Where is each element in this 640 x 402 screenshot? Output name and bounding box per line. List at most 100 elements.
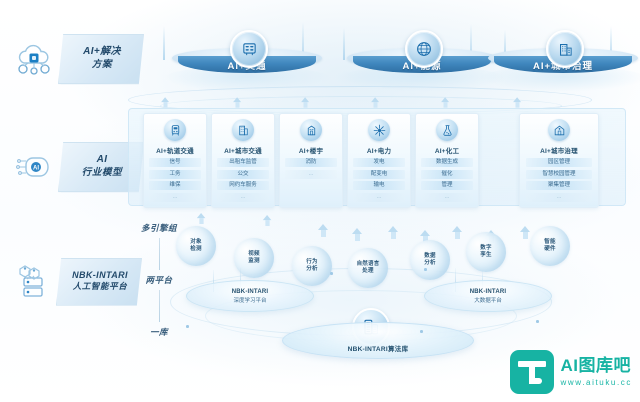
city-traffic-icon xyxy=(232,119,254,141)
platform-connector xyxy=(455,268,456,292)
light-beam xyxy=(302,22,304,62)
model-card-title: AI+轨道交通 xyxy=(156,148,194,155)
flow-arrow-engine xyxy=(388,226,399,239)
axis-line-upper xyxy=(158,238,160,270)
solution-dais-traffic[interactable]: AI+交通 xyxy=(162,30,332,92)
stage-plaque-platform: NBK-INTARI 人工智能平台 xyxy=(56,258,142,306)
model-item[interactable]: 催化 xyxy=(421,169,473,179)
engine-label-line2: 分析 xyxy=(306,266,318,272)
axis-tick-platforms: 两平台 xyxy=(145,275,173,285)
axis-tick-engines: 多引擎组 xyxy=(140,223,177,233)
axis-tick-base: 一库 xyxy=(149,327,168,337)
platform-subtitle: 大数据平台 xyxy=(474,297,502,304)
model-item[interactable]: 管理 xyxy=(421,181,473,190)
flow-arrow-engine xyxy=(420,230,431,243)
stage-label-platform: NBK-INTARI 人工智能平台 xyxy=(12,258,142,306)
watermark-url: www.aituku.cc xyxy=(560,377,632,387)
model-card-building[interactable]: AI+楼宇 消防 … xyxy=(279,113,343,208)
model-item-more[interactable]: … xyxy=(217,192,269,202)
decor-dot xyxy=(420,330,423,333)
model-card-items: 出租车监管 公交 网约车服务 … xyxy=(217,158,269,202)
decor-dot xyxy=(330,272,333,275)
stage-title-line2: 方案 xyxy=(91,58,113,70)
energy-globe-icon xyxy=(405,30,443,68)
model-item-more[interactable]: … xyxy=(353,192,405,202)
model-item[interactable]: 配变电 xyxy=(353,169,405,179)
model-card-title: AI+电力 xyxy=(366,148,392,155)
model-item[interactable]: 智慧校园管理 xyxy=(526,169,592,179)
flow-arrow-engine xyxy=(262,214,272,227)
model-item[interactable]: 发电 xyxy=(353,158,405,167)
stage-title-line1: AI xyxy=(96,154,108,165)
model-card-city-traffic[interactable]: AI+城市交通 出租车监管 公交 网约车服务 … xyxy=(211,113,275,208)
engine-label-line1: 对象 xyxy=(190,239,202,246)
model-card-items: 数据生成 催化 管理 … xyxy=(421,158,473,202)
flow-arrow-up xyxy=(371,97,380,108)
engine-label-line1: 智能 xyxy=(544,239,556,246)
platform-big-data[interactable]: NBK-INTARI 大数据平台 xyxy=(424,280,552,312)
model-item[interactable]: 信号 xyxy=(149,158,201,167)
light-beam xyxy=(343,28,345,60)
engine-bubble-smart-hardware[interactable]: 智能 硬件 xyxy=(530,226,570,266)
stage-plaque-solutions: AI+解决 方案 xyxy=(58,34,144,85)
engine-label-line1: 自然语言 xyxy=(356,261,380,268)
light-beam xyxy=(163,26,165,60)
model-item-more[interactable]: … xyxy=(526,192,592,202)
light-beam xyxy=(470,24,472,62)
flow-arrow-up xyxy=(233,97,242,108)
model-card-power[interactable]: AI+电力 发电 配变电 输电 … xyxy=(347,113,411,208)
model-card-items: 消防 … xyxy=(285,158,337,179)
t-logo-icon xyxy=(509,350,554,394)
decor-dot xyxy=(186,325,189,328)
model-card-rail-transit[interactable]: AI+轨道交通 信号 工务 维保 … xyxy=(143,113,207,208)
model-card-title: AI+楼宇 xyxy=(298,148,324,155)
model-item[interactable]: 网约车服务 xyxy=(217,181,269,190)
model-item[interactable]: 聚集管理 xyxy=(526,181,592,190)
engine-bubble-nlp[interactable]: 自然语言 处理 xyxy=(348,248,388,288)
flow-arrow-engine xyxy=(452,226,463,239)
model-item-more[interactable]: … xyxy=(421,192,473,202)
watermark: AI图库吧 www.aituku.cc xyxy=(509,350,632,394)
engine-bubble-digital-twin[interactable]: 数字 孪生 xyxy=(466,232,506,272)
watermark-title: AI图库吧 xyxy=(560,356,632,376)
model-item[interactable]: 输电 xyxy=(353,181,405,190)
engine-label-line1: 行为 xyxy=(306,259,318,266)
model-item[interactable]: 园区管理 xyxy=(526,158,592,167)
flow-arrow-engine xyxy=(196,212,206,225)
model-card-title: AI+城市交通 xyxy=(224,148,262,155)
solution-dais-governance[interactable]: AI+城市治理 xyxy=(478,30,640,92)
model-card-governance[interactable]: AI+城市治理 园区管理 智慧校园管理 聚集管理 … xyxy=(519,113,599,208)
model-item[interactable]: 公交 xyxy=(217,169,269,179)
model-item-more[interactable]: … xyxy=(149,192,201,202)
model-item[interactable]: 维保 xyxy=(149,181,201,190)
base-algorithm-library[interactable]: NBK-INTARI算法库 xyxy=(282,322,474,359)
decor-dot xyxy=(424,268,427,271)
watermark-text: AI图库吧 www.aituku.cc xyxy=(560,356,632,387)
decor-dot xyxy=(536,320,539,323)
stage-title-line2: 人工智能平台 xyxy=(72,281,128,292)
stage-label-solutions: AI+解决 方案 xyxy=(14,34,144,85)
platform-connector xyxy=(213,270,214,292)
stage-title-line2: 行业模型 xyxy=(81,166,123,178)
flow-arrow-up xyxy=(513,97,522,108)
axis-line-lower xyxy=(158,290,160,322)
model-item[interactable]: 消防 xyxy=(285,158,337,167)
model-item[interactable]: 数据生成 xyxy=(421,158,473,167)
rail-transit-icon xyxy=(164,119,186,141)
engine-label-line2: 孪生 xyxy=(480,252,492,258)
chemical-icon xyxy=(436,119,458,141)
model-item[interactable]: 出租车监管 xyxy=(217,158,269,167)
engine-bubble-behavior-analysis[interactable]: 行为 分析 xyxy=(292,246,332,286)
city-building-icon xyxy=(546,30,584,68)
solution-dais-energy[interactable]: AI+能源 xyxy=(337,30,507,92)
stage-title-line1: AI+解决 xyxy=(83,46,121,57)
model-item-more[interactable]: … xyxy=(285,169,337,179)
engine-bubble-data-analysis[interactable]: 数据 分析 xyxy=(410,240,450,280)
model-item[interactable]: 工务 xyxy=(149,169,201,179)
engine-label-line2: 分析 xyxy=(424,260,436,266)
engine-bubble-object-detection[interactable]: 对象 检测 xyxy=(176,226,216,266)
model-card-chemical[interactable]: AI+化工 数据生成 催化 管理 … xyxy=(415,113,479,208)
platform-deep-learning[interactable]: NBK-INTARI 深度学习平台 xyxy=(186,280,314,312)
flow-arrow-up xyxy=(161,97,170,108)
model-card-title: AI+化工 xyxy=(434,148,460,155)
